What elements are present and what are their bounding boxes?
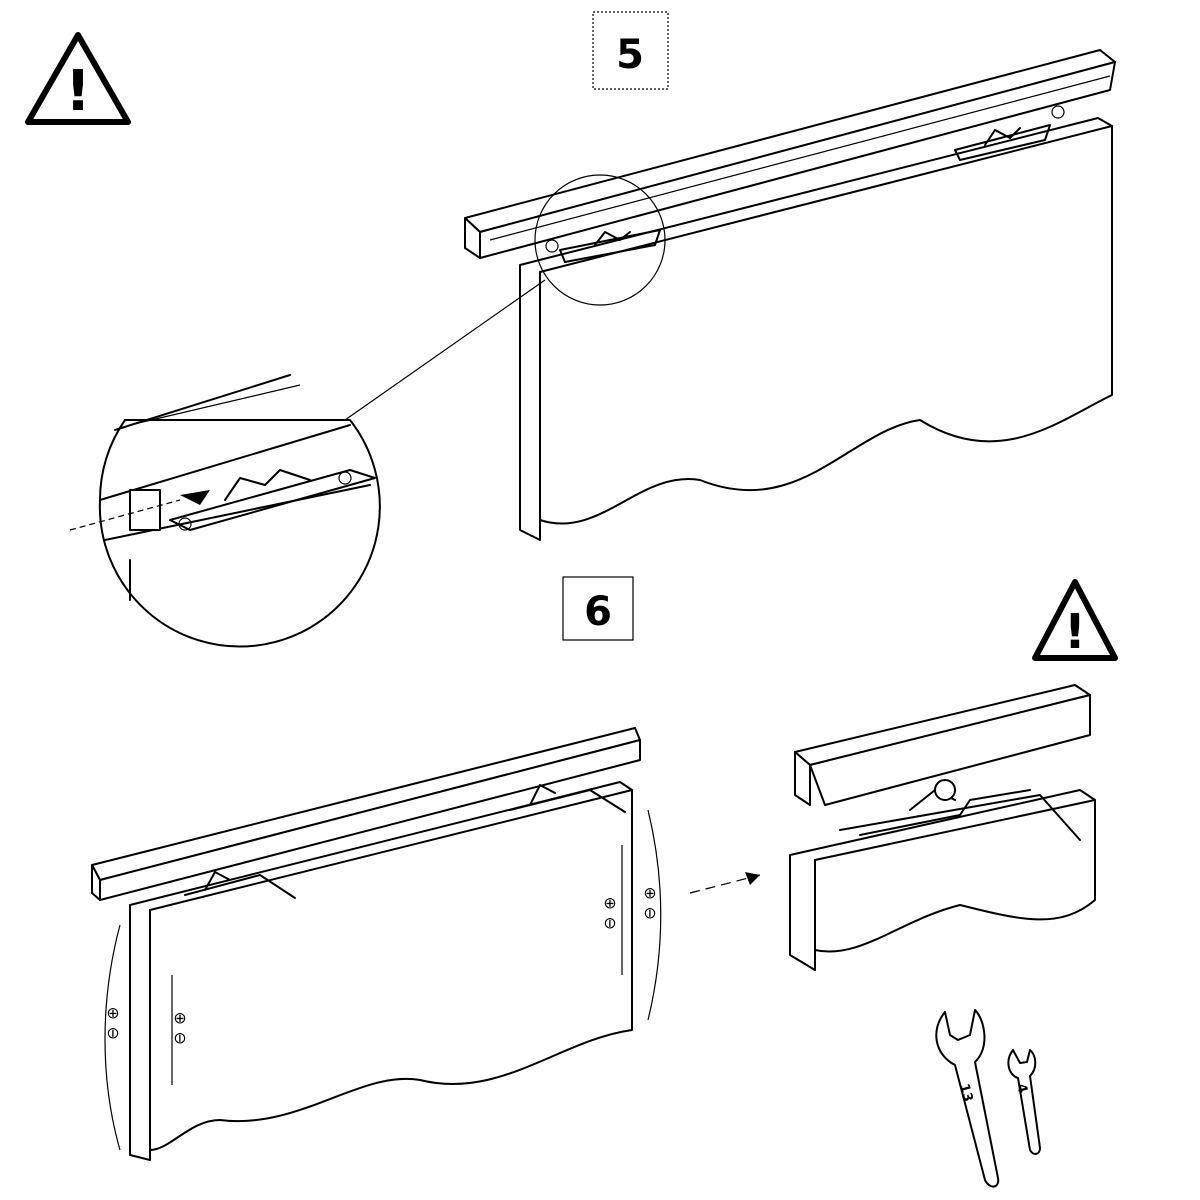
height-adjust-arrows: ⊖ ⊕ ⊖ ⊕ ⊖ ⊕ ⊖ ⊕ — [103, 809, 662, 1151]
door-panel-adjust — [91, 727, 641, 1161]
hanger-detail — [789, 684, 1096, 971]
svg-text:⊖: ⊖ — [170, 1032, 189, 1045]
svg-text:4: 4 — [1013, 1082, 1030, 1095]
warning-icon: ! — [25, 32, 131, 125]
step-6-label: 6 — [562, 576, 634, 641]
step-5-label: 5 — [592, 11, 669, 90]
svg-text:⊕: ⊕ — [170, 1012, 189, 1025]
wrench-4: 4 — [1007, 1049, 1041, 1155]
svg-text:!: ! — [1064, 604, 1086, 660]
svg-text:6: 6 — [584, 589, 612, 635]
svg-text:⊕: ⊕ — [600, 897, 619, 910]
detail-zoom — [69, 374, 381, 648]
top-rail — [464, 49, 1116, 259]
svg-text:!: ! — [65, 59, 91, 124]
svg-text:⊕: ⊕ — [103, 1007, 122, 1020]
door-panel — [519, 117, 1113, 541]
warning-icon: ! — [1032, 579, 1118, 661]
svg-text:⊖: ⊖ — [103, 1027, 122, 1040]
svg-text:⊖: ⊖ — [640, 907, 659, 920]
svg-text:5: 5 — [616, 32, 644, 78]
svg-text:13: 13 — [956, 1082, 975, 1103]
svg-text:⊖: ⊖ — [600, 917, 619, 930]
wrench-13: 13 — [935, 1009, 1000, 1188]
svg-text:⊕: ⊕ — [640, 887, 659, 900]
